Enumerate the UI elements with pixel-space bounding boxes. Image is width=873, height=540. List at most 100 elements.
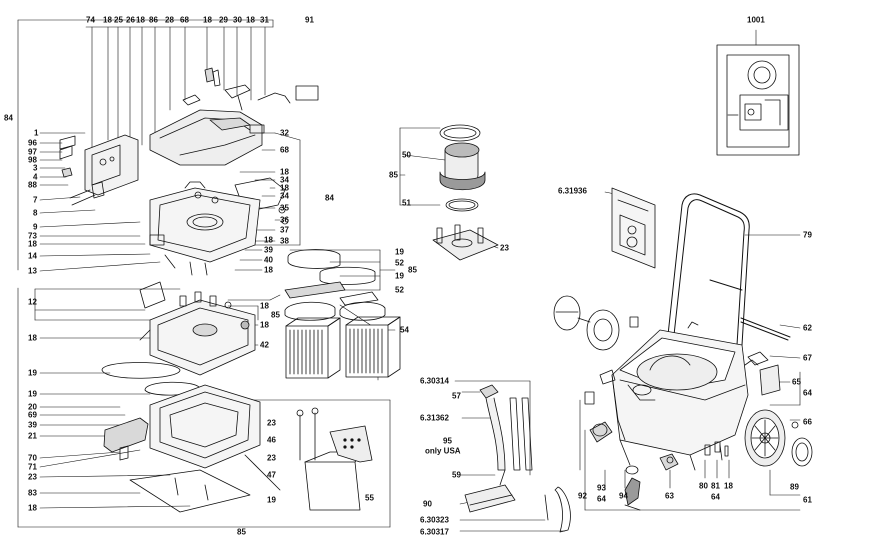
callout-69: 69 [28,410,37,420]
callout-26: 26 [126,15,135,25]
callout-96: 96 [28,138,37,148]
callout-81: 81 [711,481,720,491]
callout-73: 73 [28,231,37,241]
callout-97: 97 [28,147,37,157]
callout-85: 85 [271,310,280,320]
callout-63: 63 [665,491,674,501]
upper-housing [149,181,261,276]
callout-52: 52 [395,258,404,268]
callout-19: 19 [395,271,404,281]
callout-62: 62 [803,323,812,333]
callout-23: 23 [28,472,37,482]
callout-95: 95 [443,436,452,446]
callout-68: 68 [180,15,189,25]
callout-70: 70 [28,453,37,463]
callout-39: 39 [264,245,273,255]
callout-46: 46 [267,435,276,445]
callout-84: 84 [4,113,13,123]
callout-18: 18 [264,265,273,275]
callout-6-30317: 6.30317 [420,527,449,537]
callout-55: 55 [365,493,374,503]
callout-1: 1 [34,128,39,138]
callout-19: 19 [267,495,276,505]
callout-8: 8 [33,208,38,218]
callout-12: 12 [28,297,37,307]
callout-34: 34 [280,175,289,185]
callout-90: 90 [423,499,432,509]
callout-13: 13 [28,266,37,276]
callout-9: 9 [33,222,38,232]
callout-19: 19 [28,368,37,378]
callout-14: 14 [28,251,37,261]
callout-23: 23 [267,453,276,463]
callout-86: 86 [149,15,158,25]
callout-51: 51 [402,198,411,208]
motor-assembly [432,124,499,261]
callout-18: 18 [264,235,273,245]
callout-61: 61 [803,495,812,505]
callout-28: 28 [165,15,174,25]
callout-19: 19 [28,389,37,399]
callout-36: 36 [280,215,289,225]
callout-85: 85 [389,170,398,180]
callout-59: 59 [452,470,461,480]
switch-detail-box [716,44,800,156]
top-cover-assembly [59,67,319,225]
callout-23: 23 [500,243,509,253]
callout-84: 84 [325,193,334,203]
callout-65: 65 [792,377,801,387]
callout-18: 18 [28,333,37,343]
callout-50: 50 [402,150,411,160]
callout-37: 37 [280,225,289,235]
callout-18: 18 [260,320,269,330]
callout-4: 4 [33,172,38,182]
callout-30: 30 [233,15,242,25]
callout-31: 31 [260,15,269,25]
callout-64: 64 [597,494,606,504]
callout-21: 21 [28,431,37,441]
callout-64: 64 [803,388,812,398]
callout-89: 89 [790,482,799,492]
callout-18: 18 [28,503,37,513]
callout-83: 83 [28,488,37,498]
callout-6-30323: 6.30323 [420,515,449,525]
callout-67: 67 [803,353,812,363]
callout-92: 92 [578,491,587,501]
callout-42: 42 [260,340,269,350]
callout-40: 40 [264,255,273,265]
callout-7: 7 [33,195,38,205]
callout-80: 80 [699,481,708,491]
callout-66: 66 [803,417,812,427]
callout-91: 91 [305,15,314,25]
callout-18: 18 [280,167,289,177]
filter-set [284,249,401,379]
filter-tray-assembly [103,384,373,513]
callout-71: 71 [28,462,37,472]
wheels [553,295,813,511]
callout-64: 64 [711,492,720,502]
callout-1001: 1001 [747,15,765,25]
callout-6-31936: 6.31936 [558,186,587,196]
accessory-set [464,384,571,533]
callout-18: 18 [280,183,289,193]
callout-23: 23 [267,418,276,428]
callout-68: 68 [280,145,289,155]
callout-32: 32 [280,128,289,138]
callout-85: 85 [408,265,417,275]
callout-18: 18 [724,481,733,491]
callout-79: 79 [803,230,812,240]
callout-85: 85 [237,527,246,537]
leader-lines [17,19,801,532]
callout-25: 25 [114,15,123,25]
callout-29: 29 [219,15,228,25]
callout-38: 38 [280,236,289,246]
callout-34: 34 [280,191,289,201]
callout-6-30314: 6.30314 [420,376,449,386]
push-handle [667,193,791,346]
callout-74: 74 [86,15,95,25]
callout-6-31362: 6.31362 [420,413,449,423]
callout-20: 20 [28,402,37,412]
callout-88: 88 [28,180,37,190]
